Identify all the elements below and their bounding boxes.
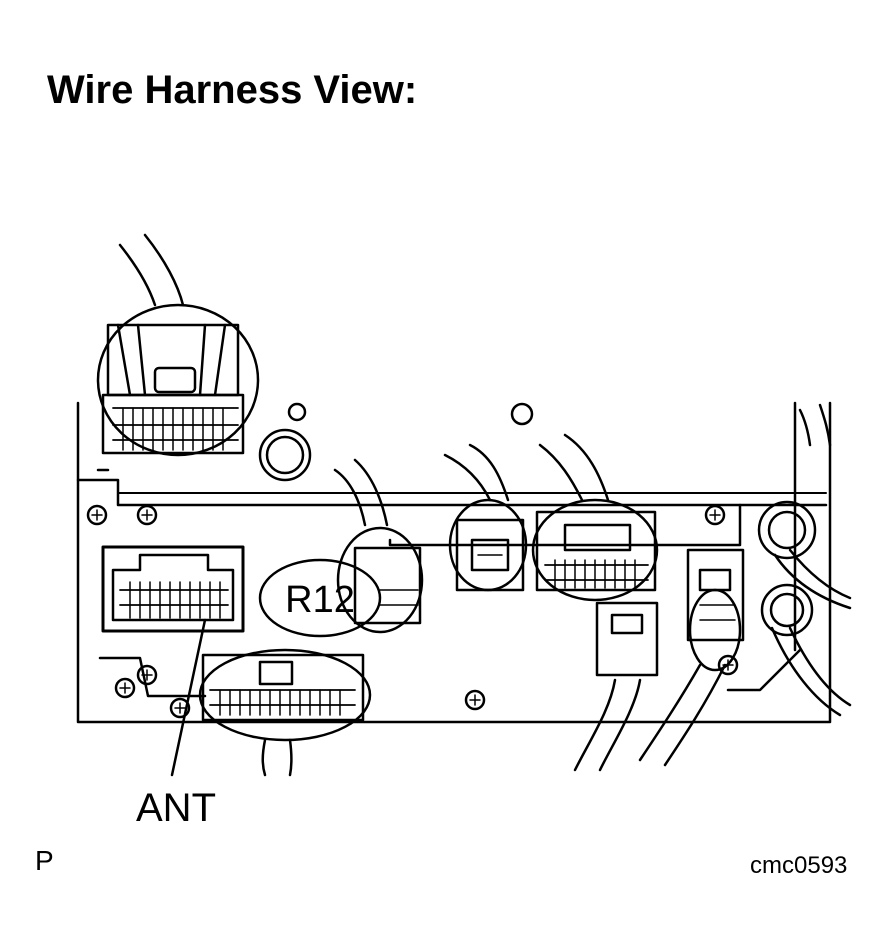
figure-title: Wire Harness View: xyxy=(47,68,418,112)
ant-label: ANT xyxy=(136,786,216,830)
lower-right-connectors xyxy=(573,548,745,772)
center-large-connector xyxy=(531,433,659,602)
page-marker: P xyxy=(35,845,54,876)
r12-callout: R12 xyxy=(258,558,382,638)
figure-code: cmc0593 xyxy=(750,852,848,879)
ant-connector xyxy=(101,545,245,633)
r12-connector xyxy=(333,458,424,634)
center-small-connector xyxy=(443,443,528,592)
r12-callout-text: R12 xyxy=(285,579,355,621)
bottom-wide-connector xyxy=(198,648,372,777)
ant-leader-line xyxy=(170,618,207,777)
top-left-connector xyxy=(96,233,260,457)
right-antenna-jacks xyxy=(757,403,852,717)
panel-outline xyxy=(76,401,832,724)
mounting-screws xyxy=(86,402,739,719)
